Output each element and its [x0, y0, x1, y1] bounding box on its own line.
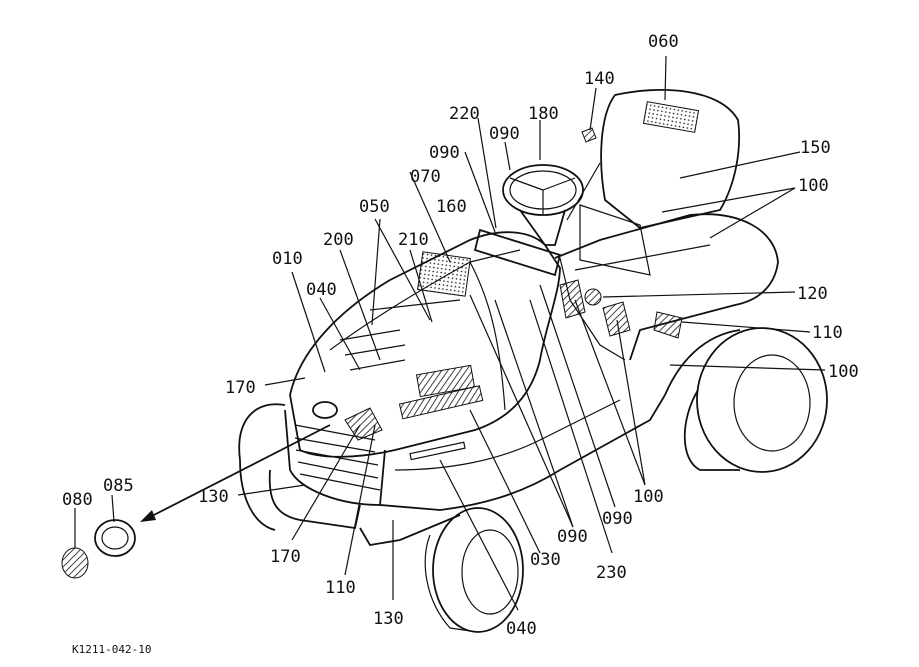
- part-label-100-lower: 100: [633, 487, 664, 507]
- part-label-090-left: 090: [429, 143, 460, 163]
- part-label-100-right: 100: [828, 362, 859, 382]
- part-label-030: 030: [530, 550, 561, 570]
- part-label-170-left: 170: [225, 378, 256, 398]
- part-label-160: 160: [436, 197, 467, 217]
- part-label-090-lower: 090: [557, 527, 588, 547]
- part-label-090-top: 090: [489, 124, 520, 144]
- figure-code: K1211-042-10: [72, 643, 151, 656]
- part-label-210: 210: [398, 230, 429, 250]
- part-label-085: 085: [103, 476, 134, 496]
- part-label-040-upper: 040: [306, 280, 337, 300]
- part-label-140: 140: [584, 69, 615, 89]
- part-label-050: 050: [359, 197, 390, 217]
- tractor-body: [140, 89, 828, 633]
- part-label-080: 080: [62, 490, 93, 510]
- part-label-090-lower-right: 090: [602, 509, 633, 529]
- badge-parts: [61, 519, 136, 579]
- part-label-110-right: 110: [812, 323, 843, 343]
- leader-lines: [74, 55, 826, 611]
- part-label-130-bottom: 130: [373, 609, 404, 629]
- part-label-230: 230: [596, 563, 627, 583]
- part-label-200: 200: [323, 230, 354, 250]
- part-label-070: 070: [410, 167, 441, 187]
- part-label-220: 220: [449, 104, 480, 124]
- part-labels: 060 140 220 180 090 090 150 070 100 050 …: [62, 32, 859, 656]
- part-label-180: 180: [528, 104, 559, 124]
- decals: [312, 101, 700, 461]
- part-label-060: 060: [648, 32, 679, 52]
- part-label-100-upper: 100: [798, 176, 829, 196]
- part-label-170-bottom: 170: [270, 547, 301, 567]
- part-label-040-lower: 040: [506, 619, 537, 639]
- part-label-130-left: 130: [198, 487, 229, 507]
- part-label-120: 120: [797, 284, 828, 304]
- part-label-010: 010: [272, 249, 303, 269]
- part-label-150: 150: [800, 138, 831, 158]
- part-label-110-bottom: 110: [325, 578, 356, 598]
